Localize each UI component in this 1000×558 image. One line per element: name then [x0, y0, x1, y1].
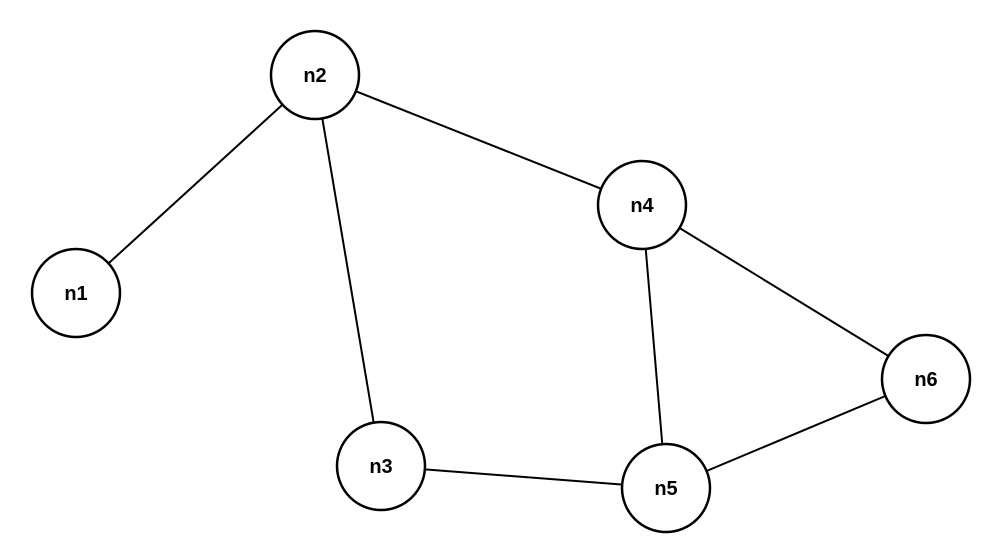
node-n4: n4	[596, 159, 688, 251]
edge-n1-n2	[75, 74, 316, 294]
node-circle-n4	[596, 159, 688, 251]
node-label-n4: n4	[630, 195, 654, 217]
edge-n5-n6	[665, 378, 927, 489]
edge-n4-n5	[641, 204, 667, 489]
node-n3: n3	[335, 420, 427, 512]
node-label-n3: n3	[369, 456, 392, 478]
node-label-n5: n5	[654, 478, 677, 500]
edge-n2-n4	[314, 74, 643, 206]
edge-n3-n5	[380, 465, 667, 489]
node-circle-n1	[30, 247, 122, 339]
node-n6: n6	[880, 333, 972, 425]
node-label-n1: n1	[64, 283, 87, 305]
node-label-n2: n2	[303, 65, 326, 87]
node-circle-n6	[880, 333, 972, 425]
node-n2: n2	[269, 29, 361, 121]
node-circle-n3	[335, 420, 427, 512]
node-label-n6: n6	[914, 369, 937, 391]
node-n5: n5	[620, 442, 712, 534]
edges-layer	[75, 74, 927, 489]
edge-n2-n3	[314, 74, 382, 467]
node-circle-n5	[620, 442, 712, 534]
node-n1: n1	[30, 247, 122, 339]
edge-n4-n6	[641, 204, 927, 380]
nodes-layer: n1 n2 n3 n4 n5 n6	[30, 29, 972, 534]
node-circle-n2	[269, 29, 361, 121]
